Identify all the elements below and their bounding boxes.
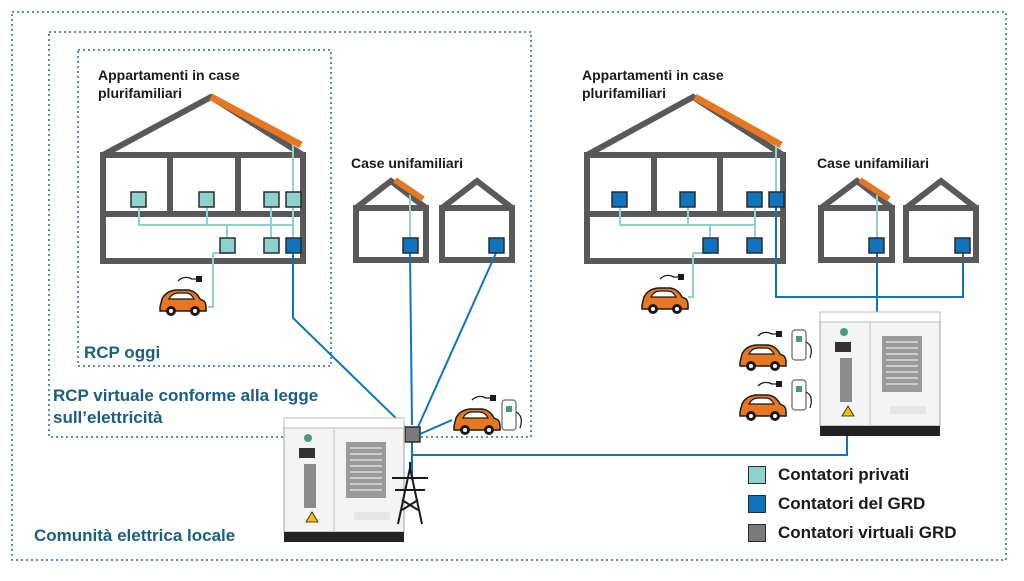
solar-panel-icon bbox=[858, 177, 891, 202]
house-icon bbox=[584, 93, 786, 264]
solar-panel-icon bbox=[693, 93, 783, 149]
apartments-right-label: Appartamenti in case plurifamiliari bbox=[582, 67, 724, 101]
single-houses-left-label: Case unifamiliari bbox=[351, 155, 464, 171]
meter-icon bbox=[130, 191, 302, 254]
legend-private-meters: Contatori privati bbox=[748, 465, 909, 485]
legend-label: Contatori virtuali GRD bbox=[778, 523, 957, 542]
legend-swatch-grid bbox=[748, 495, 766, 513]
legend-label: Contatori del GRD bbox=[778, 494, 926, 513]
rcp-virtual-label: RCP virtuale conforme alla legge sull’el… bbox=[53, 386, 319, 427]
charging-station-icon bbox=[791, 329, 812, 361]
charging-station-icon bbox=[791, 379, 812, 411]
legend-swatch-private bbox=[748, 466, 766, 484]
community-label: Comunità elettrica locale bbox=[34, 526, 236, 545]
legend-label: Contatori privati bbox=[778, 465, 910, 484]
electric-car-icon bbox=[641, 273, 689, 315]
meter-icon bbox=[402, 237, 505, 443]
single-houses-right-label: Case unifamiliari bbox=[817, 155, 930, 171]
solar-panel-icon bbox=[209, 93, 303, 149]
community-boundary bbox=[11, 11, 1007, 561]
power-pylon-icon bbox=[392, 462, 428, 525]
electric-car-icon bbox=[453, 394, 501, 436]
house-icon bbox=[100, 93, 306, 264]
battery-storage-icon bbox=[283, 417, 405, 543]
rcp-today-boundary bbox=[77, 49, 332, 367]
battery-storage-icon bbox=[819, 311, 941, 437]
meter-icon bbox=[868, 237, 971, 254]
legend-swatch-virtual bbox=[748, 524, 766, 542]
legend-virtual-meters: Contatori virtuali GRD bbox=[748, 523, 957, 543]
legend-grid-meters: Contatori del GRD bbox=[748, 494, 925, 514]
rcp-virtual-boundary bbox=[48, 31, 532, 438]
electric-car-icon bbox=[739, 330, 787, 372]
house-icon bbox=[353, 177, 515, 263]
electric-car-icon bbox=[739, 380, 787, 422]
meter-icon bbox=[611, 191, 785, 254]
solar-panel-icon bbox=[393, 177, 425, 202]
rcp-today-label: RCP oggi bbox=[84, 343, 161, 362]
electric-car-icon bbox=[159, 275, 207, 317]
apartments-left-label: Appartamenti in case plurifamiliari bbox=[98, 67, 240, 101]
house-icon bbox=[818, 177, 979, 263]
charging-station-icon bbox=[501, 399, 522, 431]
